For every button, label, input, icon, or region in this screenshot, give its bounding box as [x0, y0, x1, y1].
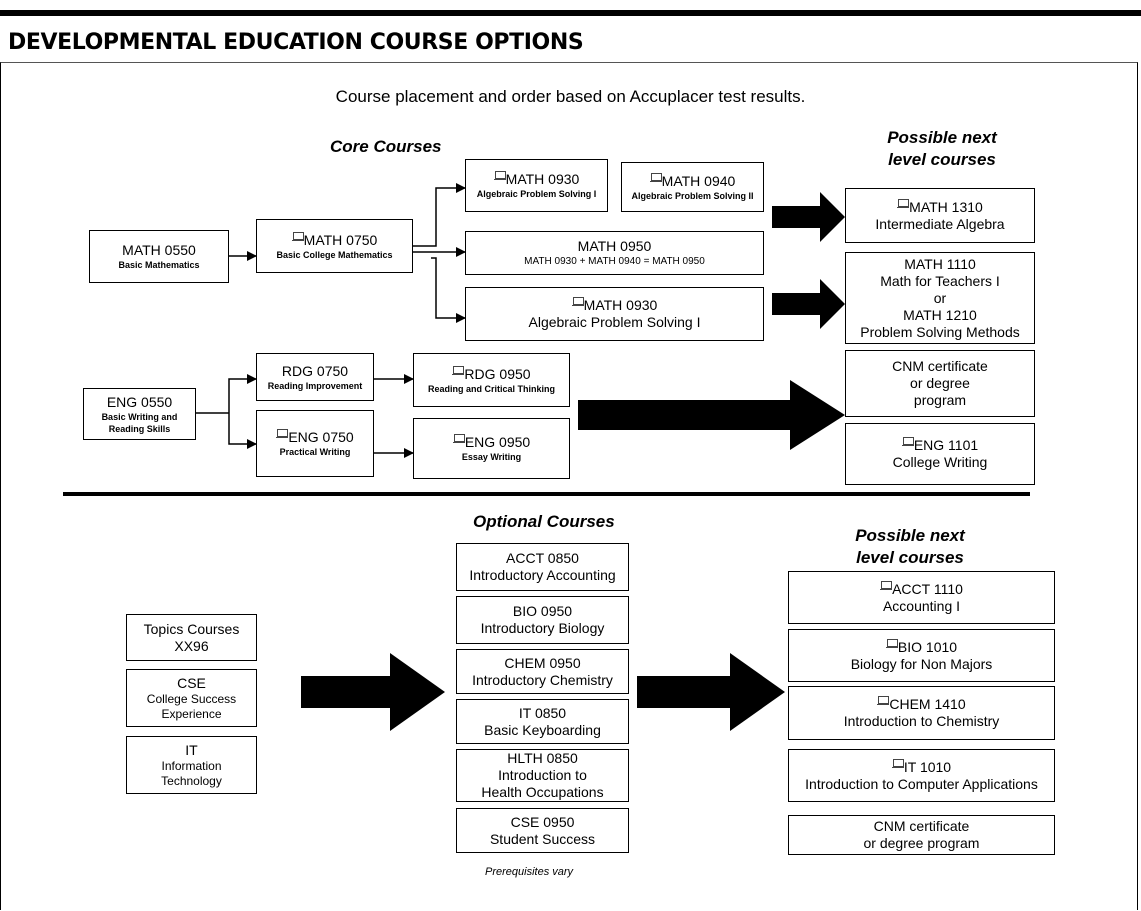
content-frame [0, 62, 1138, 910]
course-box-eng0550: ENG 0550 Basic Writing and Reading Skill… [83, 388, 196, 440]
course-box-math0940: MATH 0940 Algebraic Problem Solving II [621, 162, 764, 212]
big-arrow [772, 279, 845, 329]
course-box-eng0750: ENG 0750 Practical Writing [256, 410, 374, 477]
course-box-cnm-program-top: CNM certificate or degree program [845, 350, 1035, 417]
course-box-math0930-a: MATH 0930 Algebraic Problem Solving I [465, 159, 608, 212]
core-courses-header: Core Courses [330, 137, 442, 156]
connector-line [413, 183, 466, 247]
computer-icon [880, 580, 893, 591]
computer-icon [571, 297, 584, 307]
connector-line [228, 374, 257, 413]
course-box-eng0950: ENG 0950 Essay Writing [413, 418, 570, 479]
course-box-topics: Topics Courses XX96 [126, 614, 257, 661]
computer-icon [897, 198, 910, 209]
course-box-it: IT Information Technology [126, 736, 257, 794]
computer-icon [885, 638, 898, 649]
page-title: DEVELOPMENTAL EDUCATION COURSE OPTIONS [8, 30, 584, 55]
page-subtitle: Course placement and order based on Accu… [335, 87, 806, 106]
course-box-math0950: MATH 0950 MATH 0930 + MATH 0940 = MATH 0… [465, 231, 764, 275]
course-box-acct1110: ACCT 1110 Accounting I [788, 571, 1055, 624]
computer-icon [291, 231, 304, 242]
big-arrow [637, 653, 785, 731]
course-box-math1310: MATH 1310 Intermediate Algebra [845, 188, 1035, 243]
course-box-chem1410: CHEM 1410 Introduction to Chemistry [788, 686, 1055, 740]
big-arrow [301, 653, 445, 731]
course-box-rdg0950: RDG 0950 Reading and Critical Thinking [413, 353, 570, 407]
computer-icon [276, 429, 289, 439]
course-box-bio1010: BIO 1010 Biology for Non Majors [788, 629, 1055, 682]
computer-icon [649, 172, 662, 183]
section-divider [63, 492, 1030, 496]
prerequisites-note: Prerequisites vary [485, 866, 574, 878]
course-box-it1010: IT 1010 Introduction to Computer Applica… [788, 749, 1055, 802]
course-box-math0930-b: MATH 0930 Algebraic Problem Solving I [465, 287, 764, 341]
big-arrow [772, 192, 845, 242]
optional-courses-header: Optional Courses [473, 512, 615, 531]
big-arrow [578, 380, 845, 450]
connector-line [228, 413, 257, 449]
course-box-cnm-program-bottom: CNM certificate or degree program [788, 815, 1055, 855]
computer-icon [901, 437, 914, 447]
computer-icon [452, 434, 465, 444]
course-box-rdg0750: RDG 0750 Reading Improvement [256, 353, 374, 401]
course-box-math0750: MATH 0750 Basic College Mathematics [256, 219, 413, 273]
computer-icon [891, 758, 904, 769]
top-rule [0, 10, 1141, 16]
connector-line [431, 257, 466, 323]
course-box-cse: CSE College Success Experience [126, 669, 257, 727]
computer-icon [877, 696, 890, 706]
computer-icon [493, 171, 506, 181]
computer-icon [452, 365, 465, 376]
course-box-math0550: MATH 0550 Basic Mathematics [89, 230, 229, 283]
course-box-math1110-1210: MATH 1110 Math for Teachers I or MATH 12… [845, 252, 1035, 344]
course-box-eng1101: ENG 1101 College Writing [845, 423, 1035, 485]
